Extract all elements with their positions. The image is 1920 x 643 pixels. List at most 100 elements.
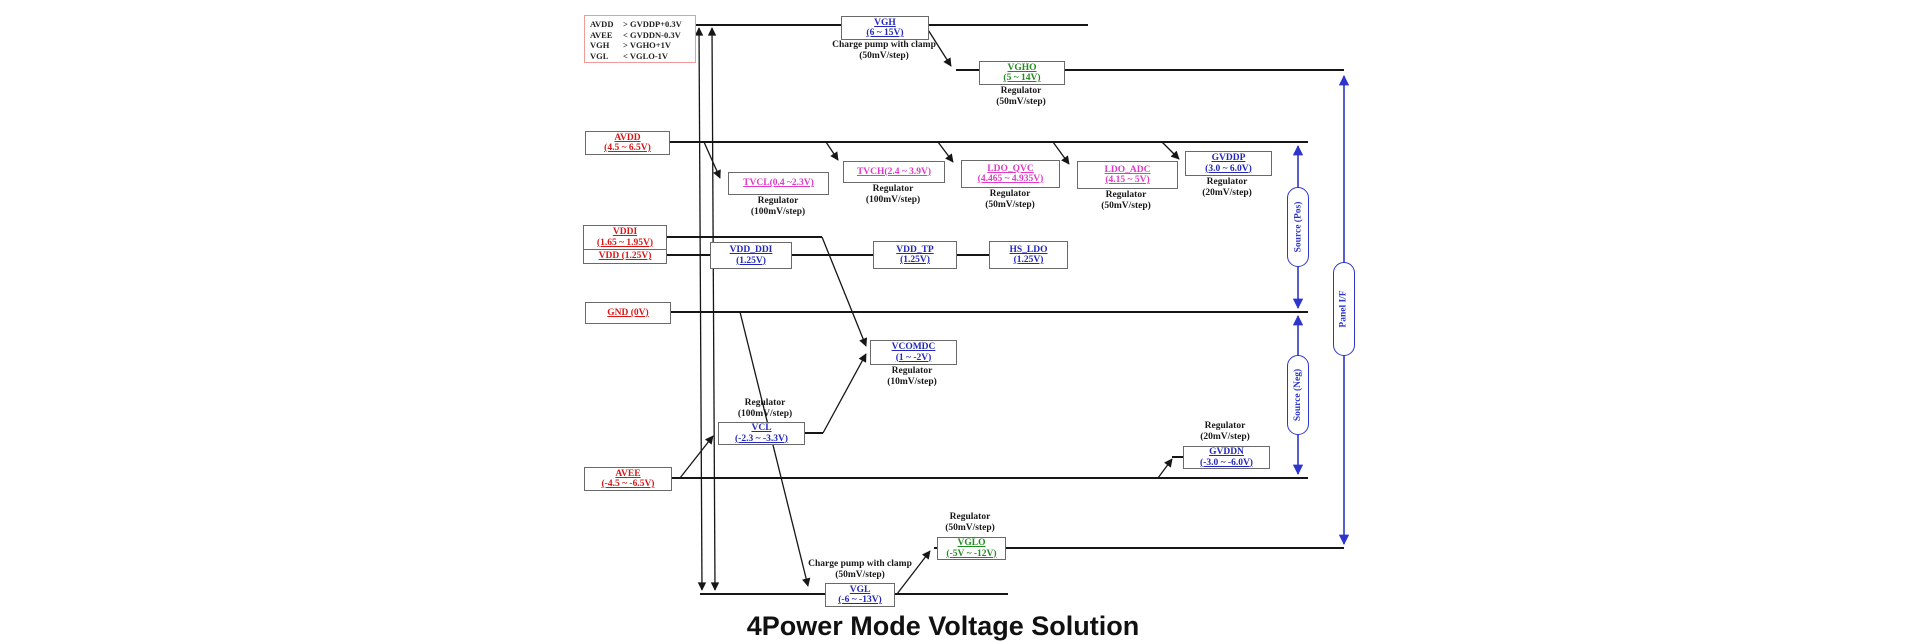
legend-condition: < GVDDN-0.3V <box>623 29 681 40</box>
box-vddi-name: VDDI <box>612 227 638 237</box>
box-ldo-qvc: LDO_QVC (4.465 ~ 4.935V) <box>961 160 1060 188</box>
note-ldo-qvc: Regulator (50mV/step) <box>950 189 1070 210</box>
box-tvcl: TVCL(0.4 ~2.3V) <box>728 172 829 195</box>
box-gnd-name: GND (0V) <box>607 307 649 318</box>
box-gvddn: GVDDN (-3.0 ~ -6.0V) <box>1183 446 1270 469</box>
note-vgho-line2: (50mV/step) <box>996 96 1046 107</box>
box-vddi: VDDI (1.65 ~ 1.95V) <box>583 225 667 250</box>
note-gvddp-line2: (20mV/step) <box>1202 187 1252 198</box>
feed-arrows <box>679 24 1180 595</box>
box-avee-range: (-4.5 ~ -6.5V) <box>601 479 655 489</box>
box-vcomdc-name: VCOMDC <box>891 342 936 352</box>
box-hs-ldo-name: HS_LDO <box>1009 244 1048 255</box>
box-vgh-range: (6 ~ 15V) <box>866 28 904 38</box>
box-vcomdc: VCOMDC (1 ~ -2V) <box>870 340 957 365</box>
box-ldo-adc-name: LDO_ADC <box>1104 164 1151 175</box>
box-vcl-name: VCL <box>751 423 772 433</box>
note-gvddp: Regulator (20mV/step) <box>1167 177 1287 198</box>
note-vgh-line1: Charge pump with clamp <box>832 40 936 50</box>
box-ldo-adc: LDO_ADC (4.15 ~ 5V) <box>1077 161 1178 189</box>
box-tvcl-name: TVCL(0.4 ~2.3V) <box>743 178 814 189</box>
box-hs-ldo: HS_LDO (1.25V) <box>989 241 1068 269</box>
note-tvch-line2: (100mV/step) <box>865 194 921 205</box>
legend-row: VGL < VGLO-1V <box>590 51 695 62</box>
box-vgl-name: VGL <box>849 584 871 595</box>
note-gvddp-line1: Regulator <box>1206 177 1248 187</box>
box-gvddn-range: (-3.0 ~ -6.0V) <box>1200 457 1253 468</box>
note-vcomdc-line2: (10mV/step) <box>887 376 937 387</box>
capsule-source-neg-label: Source (Neg) <box>1293 368 1304 422</box>
box-vdd-ddi-range: (1.25V) <box>736 255 766 266</box>
box-tvch-name: TVCH(2.4 ~ 3.9V) <box>856 166 932 177</box>
note-ldo-adc-line2: (50mV/step) <box>1101 200 1151 211</box>
note-vglo: Regulator (50mV/step) <box>910 512 1030 533</box>
box-vgho-name: VGHO <box>1007 62 1037 73</box>
box-ldo-qvc-range: (4.465 ~ 4.935V) <box>977 174 1044 184</box>
note-vgh: Charge pump with clamp (50mV/step) <box>800 40 968 61</box>
box-gvddp-name: GVDDP <box>1211 153 1246 163</box>
box-hs-ldo-range: (1.25V) <box>1013 255 1044 265</box>
box-vglo: VGLO (-5V ~ -12V) <box>937 537 1006 560</box>
box-tvch: TVCH(2.4 ~ 3.9V) <box>843 161 945 183</box>
box-avdd-name: AVDD <box>614 132 641 143</box>
legend-row: VGH > VGHO+1V <box>590 40 695 51</box>
capsule-source-pos: Source (Pos) <box>1287 187 1309 267</box>
capsule-source-neg: Source (Neg) <box>1287 355 1309 435</box>
box-ldo-qvc-name: LDO_QVC <box>987 163 1034 174</box>
note-ldo-adc-line1: Regulator <box>1105 190 1147 200</box>
note-tvch: Regulator (100mV/step) <box>833 184 953 205</box>
legend-condition: > GVDDP+0.3V <box>623 19 682 29</box>
box-avee-name: AVEE <box>615 468 641 479</box>
box-vgho: VGHO (5 ~ 14V) <box>979 61 1065 85</box>
note-gvddn-line1: Regulator <box>1204 421 1246 431</box>
box-vcl: VCL (-2.3 ~ -3.3V) <box>718 422 805 445</box>
note-vgho: Regulator (50mV/step) <box>960 86 1082 107</box>
legend-rail-name: VGH <box>590 40 610 50</box>
box-vgho-range: (5 ~ 14V) <box>1003 73 1041 83</box>
note-gvddn: Regulator (20mV/step) <box>1165 421 1285 442</box>
box-vddi-range: (1.65 ~ 1.95V) <box>596 237 654 248</box>
diagram-title: 4Power Mode Voltage Solution <box>746 611 1140 641</box>
box-vdd-tp-range: (1.25V) <box>900 255 930 265</box>
box-gvddp: GVDDP (3.0 ~ 6.0V) <box>1185 151 1272 176</box>
legend-row: AVDD > GVDDP+0.3V <box>590 19 695 30</box>
note-tvcl: Regulator (100mV/step) <box>718 196 838 217</box>
note-gvddn-line2: (20mV/step) <box>1200 431 1250 442</box>
box-vgh: VGH (6 ~ 15V) <box>841 16 929 40</box>
box-vcl-range: (-2.3 ~ -3.3V) <box>735 433 788 444</box>
note-vgl-line1: Charge pump with clamp <box>808 559 912 569</box>
box-vdd-ddi-name: VDD_DDI <box>729 245 773 255</box>
note-vcl-line1: Regulator <box>744 398 786 408</box>
note-ldo-qvc-line1: Regulator <box>989 189 1031 199</box>
box-vcomdc-range: (1 ~ -2V) <box>895 352 932 363</box>
capsule-source-pos-label: Source (Pos) <box>1293 201 1303 253</box>
note-vglo-line2: (50mV/step) <box>945 522 995 533</box>
legend-condition: > VGHO+1V <box>623 40 672 50</box>
box-gnd: GND (0V) <box>585 302 671 324</box>
supply-rails <box>665 24 1344 595</box>
note-ldo-adc: Regulator (50mV/step) <box>1066 190 1186 211</box>
note-vgl: Charge pump with clamp (50mV/step) <box>776 559 944 580</box>
note-vgho-line1: Regulator <box>1000 86 1042 96</box>
box-vgl-range: (-6 ~ -13V) <box>838 595 882 605</box>
legend-rail-name: AVDD <box>590 19 614 29</box>
box-vdd-name: VDD (1.25V) <box>598 251 652 262</box>
note-vglo-line1: Regulator <box>949 512 991 522</box>
box-vdd-tp: VDD_TP (1.25V) <box>873 241 957 269</box>
box-avee: AVEE (-4.5 ~ -6.5V) <box>584 467 672 491</box>
box-ldo-adc-range: (4.15 ~ 5V) <box>1105 175 1150 185</box>
note-vcl: Regulator (100mV/step) <box>705 398 825 419</box>
box-vglo-range: (-5V ~ -12V) <box>946 548 997 559</box>
note-ldo-qvc-line2: (50mV/step) <box>985 199 1035 210</box>
legend-rail-name: AVEE <box>590 29 613 40</box>
box-vgl: VGL (-6 ~ -13V) <box>825 583 895 607</box>
note-vcomdc-line1: Regulator <box>891 366 933 376</box>
legend-condition: < VGLO-1V <box>623 50 669 61</box>
box-vglo-name: VGLO <box>957 538 986 548</box>
legend: AVDD > GVDDP+0.3V AVEE < GVDDN-0.3V VGH … <box>584 15 696 63</box>
box-avdd-range: (4.5 ~ 6.5V) <box>604 143 651 153</box>
note-tvcl-line2: (100mV/step) <box>750 206 806 217</box>
note-tvch-line1: Regulator <box>872 184 914 194</box>
note-vgl-line2: (50mV/step) <box>835 569 885 580</box>
